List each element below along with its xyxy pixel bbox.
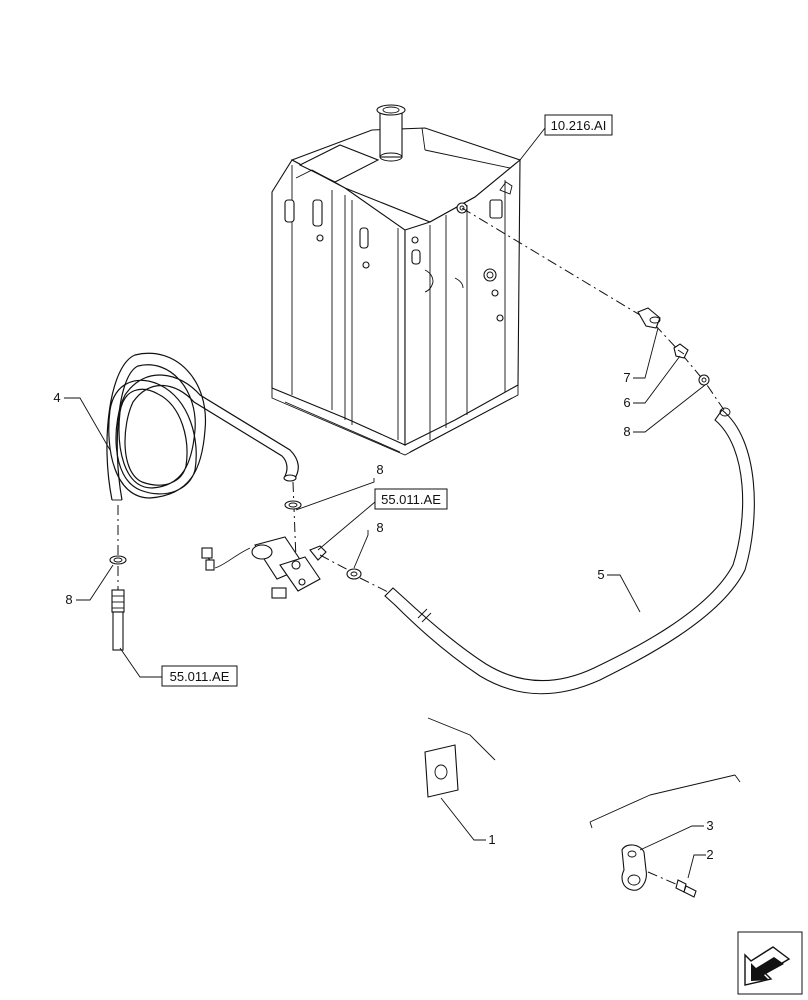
callout-1: 1 bbox=[488, 832, 495, 847]
reference-pump-label: 55.011.AE bbox=[381, 492, 441, 507]
section-line-right-2 bbox=[649, 774, 736, 796]
callout-4: 4 bbox=[53, 390, 60, 405]
assembly-line-bolt bbox=[647, 871, 679, 886]
assembly-line-tank bbox=[461, 207, 641, 316]
callout-3: 3 bbox=[706, 818, 713, 833]
tank bbox=[271, 104, 522, 456]
callout-8-left: 8 bbox=[65, 592, 72, 607]
hose-clamp-middle bbox=[284, 500, 302, 510]
pump-motor bbox=[201, 536, 327, 599]
pad-1 bbox=[424, 744, 459, 798]
callout-7: 7 bbox=[623, 370, 630, 385]
reference-lower-label: 55.011.AE bbox=[170, 669, 230, 684]
reference-pump[interactable]: 55.011.AE bbox=[374, 488, 448, 510]
section-line-right bbox=[589, 794, 651, 823]
reference-lower[interactable]: 55.011.AE bbox=[161, 665, 238, 687]
fitting-elbow bbox=[637, 307, 661, 329]
section-line-left bbox=[427, 717, 496, 761]
assembly-line-hose bbox=[359, 577, 389, 593]
callout-8-middle: 8 bbox=[376, 462, 383, 477]
reference-tank[interactable]: 10.216.AI bbox=[544, 114, 613, 136]
reference-tank-label: 10.216.AI bbox=[551, 118, 607, 133]
callout-2: 2 bbox=[706, 847, 713, 862]
bolt-2 bbox=[675, 879, 697, 898]
assembly-line-outlet bbox=[319, 554, 353, 573]
leader-lines bbox=[64, 127, 706, 879]
hose-clamp-left bbox=[109, 555, 127, 565]
fitting-adapter bbox=[673, 343, 689, 359]
hose-clamp-pump bbox=[346, 568, 362, 580]
hose-5 bbox=[384, 407, 755, 695]
callout-8-upper: 8 bbox=[623, 424, 630, 439]
hose-coil-4 bbox=[106, 352, 299, 501]
lower-fitting bbox=[111, 589, 125, 651]
assembly-line-pump bbox=[292, 481, 297, 561]
callout-8-pump: 8 bbox=[376, 520, 383, 535]
hose-clamp-upper bbox=[698, 374, 710, 386]
callout-5: 5 bbox=[597, 567, 604, 582]
clip-3 bbox=[621, 844, 647, 891]
callout-6: 6 bbox=[623, 395, 630, 410]
arrow-icon[interactable] bbox=[737, 931, 803, 995]
